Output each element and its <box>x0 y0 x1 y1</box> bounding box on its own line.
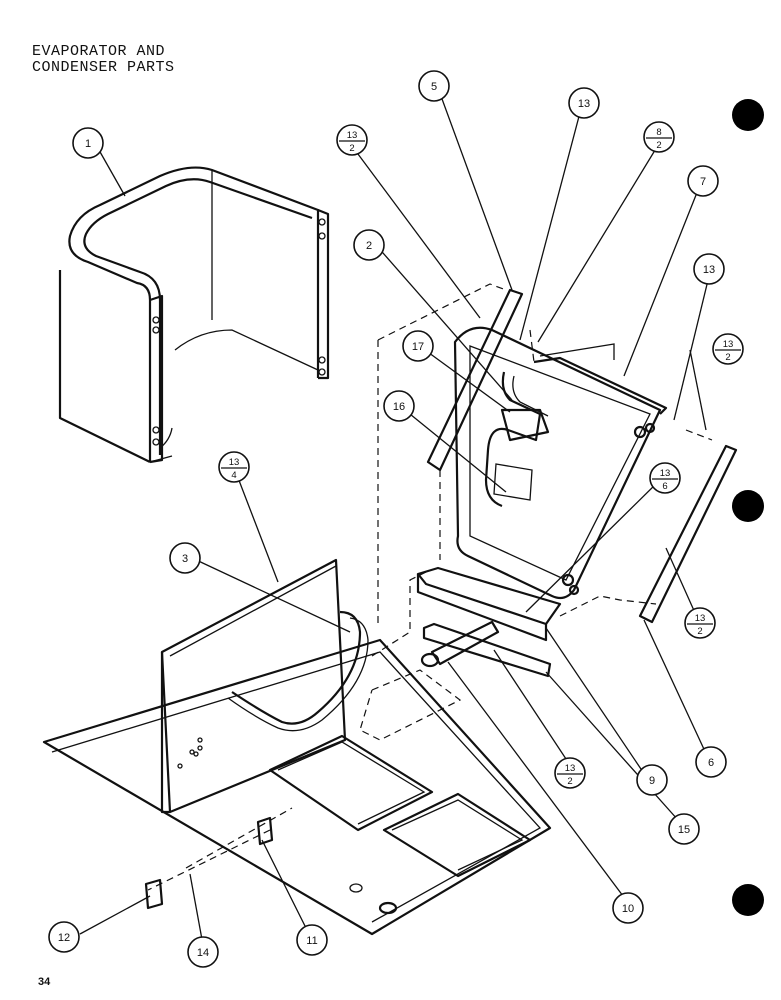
callout-17: 17 <box>402 330 434 362</box>
fraction-callout-8-2: 82 <box>643 121 675 153</box>
svg-text:10: 10 <box>622 903 634 915</box>
svg-text:13: 13 <box>347 130 358 141</box>
svg-text:13: 13 <box>578 98 590 110</box>
callout-5: 5 <box>418 70 450 102</box>
svg-text:13: 13 <box>723 339 734 350</box>
svg-text:13: 13 <box>229 457 240 468</box>
partition-panel <box>160 558 369 814</box>
callout-1: 1 <box>72 127 104 159</box>
svg-text:13: 13 <box>565 763 576 774</box>
page-number: 34 <box>38 976 51 988</box>
fraction-callout-13-6: 136 <box>649 462 681 494</box>
fraction-callout-13-2-d: 132 <box>554 757 586 789</box>
svg-text:3: 3 <box>182 553 188 565</box>
fraction-callout-13-2-b: 132 <box>712 333 744 365</box>
callout-11: 11 <box>296 924 328 956</box>
drain-pan <box>416 566 562 642</box>
callout-2: 2 <box>353 229 385 261</box>
tube-assembly <box>420 620 500 668</box>
callout-10: 10 <box>612 892 644 924</box>
callout-16: 16 <box>383 390 415 422</box>
right-bracket <box>638 444 738 624</box>
svg-text:2: 2 <box>366 240 372 252</box>
svg-text:15: 15 <box>678 824 690 836</box>
binder-hole-bottom <box>732 884 764 916</box>
callout-15: 15 <box>668 813 700 845</box>
evaporator-assembly <box>453 326 668 600</box>
cover-plate <box>144 878 164 910</box>
fraction-callout-13-4: 134 <box>218 451 250 483</box>
fraction-callout-13-2-a: 132 <box>336 124 368 156</box>
leader-lines <box>79 87 711 946</box>
callout-7: 7 <box>687 165 719 197</box>
fraction-callout-13-2-c: 132 <box>684 607 716 639</box>
title-line-1: EVAPORATOR AND <box>32 43 166 60</box>
svg-text:13: 13 <box>660 468 671 479</box>
svg-text:2: 2 <box>656 140 661 151</box>
base-pan <box>42 638 552 936</box>
callout-6: 6 <box>695 746 727 778</box>
callout-13-right: 13 <box>693 253 725 285</box>
svg-text:6: 6 <box>662 481 667 492</box>
diagram-title: EVAPORATOR AND CONDENSER PARTS <box>32 44 175 76</box>
svg-text:16: 16 <box>393 401 405 413</box>
left-bracket <box>426 288 524 472</box>
title-line-2: CONDENSER PARTS <box>32 59 175 76</box>
support-rail <box>422 622 552 678</box>
svg-text:14: 14 <box>197 947 209 959</box>
svg-text:12: 12 <box>58 932 70 944</box>
fitting-plate <box>256 816 274 846</box>
binder-hole-middle <box>732 490 764 522</box>
svg-text:2: 2 <box>725 352 730 363</box>
svg-text:13: 13 <box>703 264 715 276</box>
svg-text:6: 6 <box>708 757 714 769</box>
svg-text:13: 13 <box>695 613 706 624</box>
svg-text:2: 2 <box>349 143 354 154</box>
svg-text:4: 4 <box>231 470 236 481</box>
condenser-coil <box>58 166 330 464</box>
svg-text:2: 2 <box>567 776 572 787</box>
callout-12: 12 <box>48 921 80 953</box>
binder-hole-top <box>732 99 764 131</box>
svg-text:11: 11 <box>306 935 317 947</box>
callout-3: 3 <box>169 542 201 574</box>
svg-text:7: 7 <box>700 176 706 188</box>
svg-text:9: 9 <box>649 775 655 787</box>
callout-13-upper: 13 <box>568 87 600 119</box>
svg-text:8: 8 <box>656 127 661 138</box>
svg-text:5: 5 <box>431 81 437 93</box>
svg-text:17: 17 <box>412 341 424 353</box>
callout-14: 14 <box>187 936 219 968</box>
svg-text:1: 1 <box>85 138 91 150</box>
alignment-lines <box>147 283 713 891</box>
svg-text:2: 2 <box>697 626 702 637</box>
callout-9: 9 <box>636 764 668 796</box>
